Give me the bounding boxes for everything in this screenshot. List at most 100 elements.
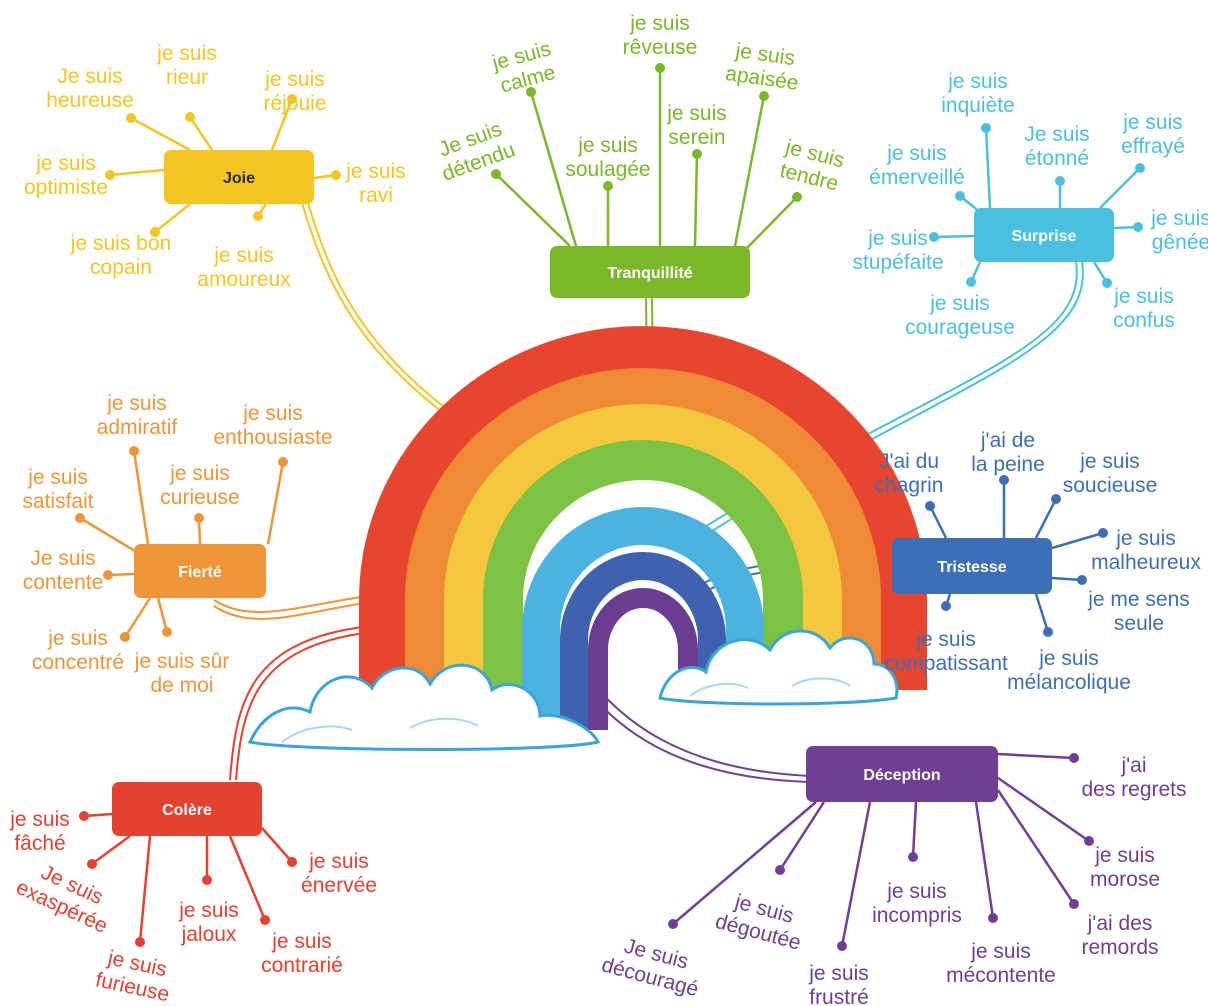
joie-spoke [154,203,191,233]
fierte-node[interactable]: Fierté [134,544,266,598]
colere-emotion-line: je suis [271,930,332,953]
deception-spoke [974,801,995,919]
deception-emotion-label: Je suisdécouragé [599,930,707,1001]
deception-spoke-dot [908,852,918,862]
fierte-emotion-line: je suis [106,392,167,415]
tranquillite-emotion-label: je suiscalme [489,37,560,98]
tristesse-emotion-line: j'ai de [980,429,1035,452]
tristesse-spoke [1034,498,1058,539]
joie-emotion-line: ravi [359,184,393,207]
tranquillite-spoke [733,95,766,247]
surprise-emotion-line: je suis [1150,207,1208,230]
deception-spoke-dot [988,913,998,923]
joie-emotion-line: Je suis [57,65,122,88]
surprise-spoke-dot [1133,222,1143,232]
joie-emotion-line: je suis bon [70,232,171,255]
surprise-emotion-line: Je suis [1024,123,1089,146]
tranquillite-emotion-line: je suis [577,134,638,157]
fierte-emotion-line: je suis sûr [134,650,230,673]
surprise-label: Surprise [1012,228,1077,245]
tranquillite-emotion-line: je suis [666,102,727,125]
colere-spoke [228,835,267,921]
joie-emotion-line: copain [90,256,152,279]
surprise-emotion-line: étonné [1025,147,1089,170]
tranquillite-spoke-dot [655,63,665,73]
tristesse-spoke [1051,576,1083,582]
fierte-label: Fierté [178,564,222,581]
tranquillite-spoke-dot [692,149,702,159]
fierte-spoke-dot [162,627,172,637]
fierte-spoke [132,450,150,545]
tristesse-label: Tristesse [937,559,1006,576]
deception-spoke-dot [837,941,847,951]
tristesse-node[interactable]: Tristesse [892,538,1052,594]
surprise-emotion-line: je suis [867,227,928,250]
deception-spoke [996,789,1076,905]
fierte-spoke [123,597,152,638]
tranquillite-emotion-line: je suis [629,12,690,35]
joie-spoke [270,98,294,151]
colere-spoke [261,827,293,863]
fierte-spoke [266,461,285,545]
surprise-emotion-line: gênée [1152,231,1208,254]
deception-spoke-dot [775,865,785,875]
tranquillite-node[interactable]: Tranquillité [550,246,750,298]
deception-spoke [997,776,1090,843]
tristesse-spoke-dot [1077,575,1087,585]
surprise-node[interactable]: Surprise [974,208,1114,262]
fierte-emotion-line: de moi [150,674,213,697]
tristesse-emotion-line: je suis [915,628,976,651]
surprise-spoke-dot [1102,278,1112,288]
tristesse-emotion-line: la peine [971,453,1045,476]
fierte-spoke-dot [194,513,204,523]
surprise-spoke-dot [1055,176,1065,186]
colere-emotion-label: Je suisexaspérée [13,854,122,938]
colere-emotion-line: je suis [178,899,239,922]
colere-node[interactable]: Colère [112,782,262,836]
tristesse-spoke-dot [925,501,935,511]
surprise-emotion-line: je suis [929,292,990,315]
tristesse-spoke [928,505,948,539]
tranquillite-emotion-label: Je suisdétendu [431,116,518,186]
colere-emotion-line: énervée [301,874,377,897]
surprise-emotion-line: courageuse [905,316,1015,339]
deception-node[interactable]: Déception [806,746,998,802]
tranquillite-emotion-line: soulagée [565,158,650,181]
joie-emotion-line: amoureux [197,268,291,291]
deception-spoke [672,801,817,925]
colere-box [112,782,262,836]
tranquillite-emotion-line: serein [668,126,725,149]
colere-spoke [91,834,131,866]
tranquillite-spoke [693,153,699,247]
joie-node[interactable]: Joie [164,150,314,204]
deception-spoke [997,752,1075,760]
tranquillite-spoke-dot [603,181,613,191]
connector-lines [213,195,1084,783]
rainbow-blue-band [522,507,764,730]
fierte-emotion-line: admiratif [97,416,178,439]
tristesse-emotion-line: je me sens [1087,588,1190,611]
clouds [247,629,899,751]
deception-emotion-line: je suis [1094,844,1155,867]
fierte-emotion-line: satisfait [22,490,93,513]
tristesse-spoke-dot [999,475,1009,485]
